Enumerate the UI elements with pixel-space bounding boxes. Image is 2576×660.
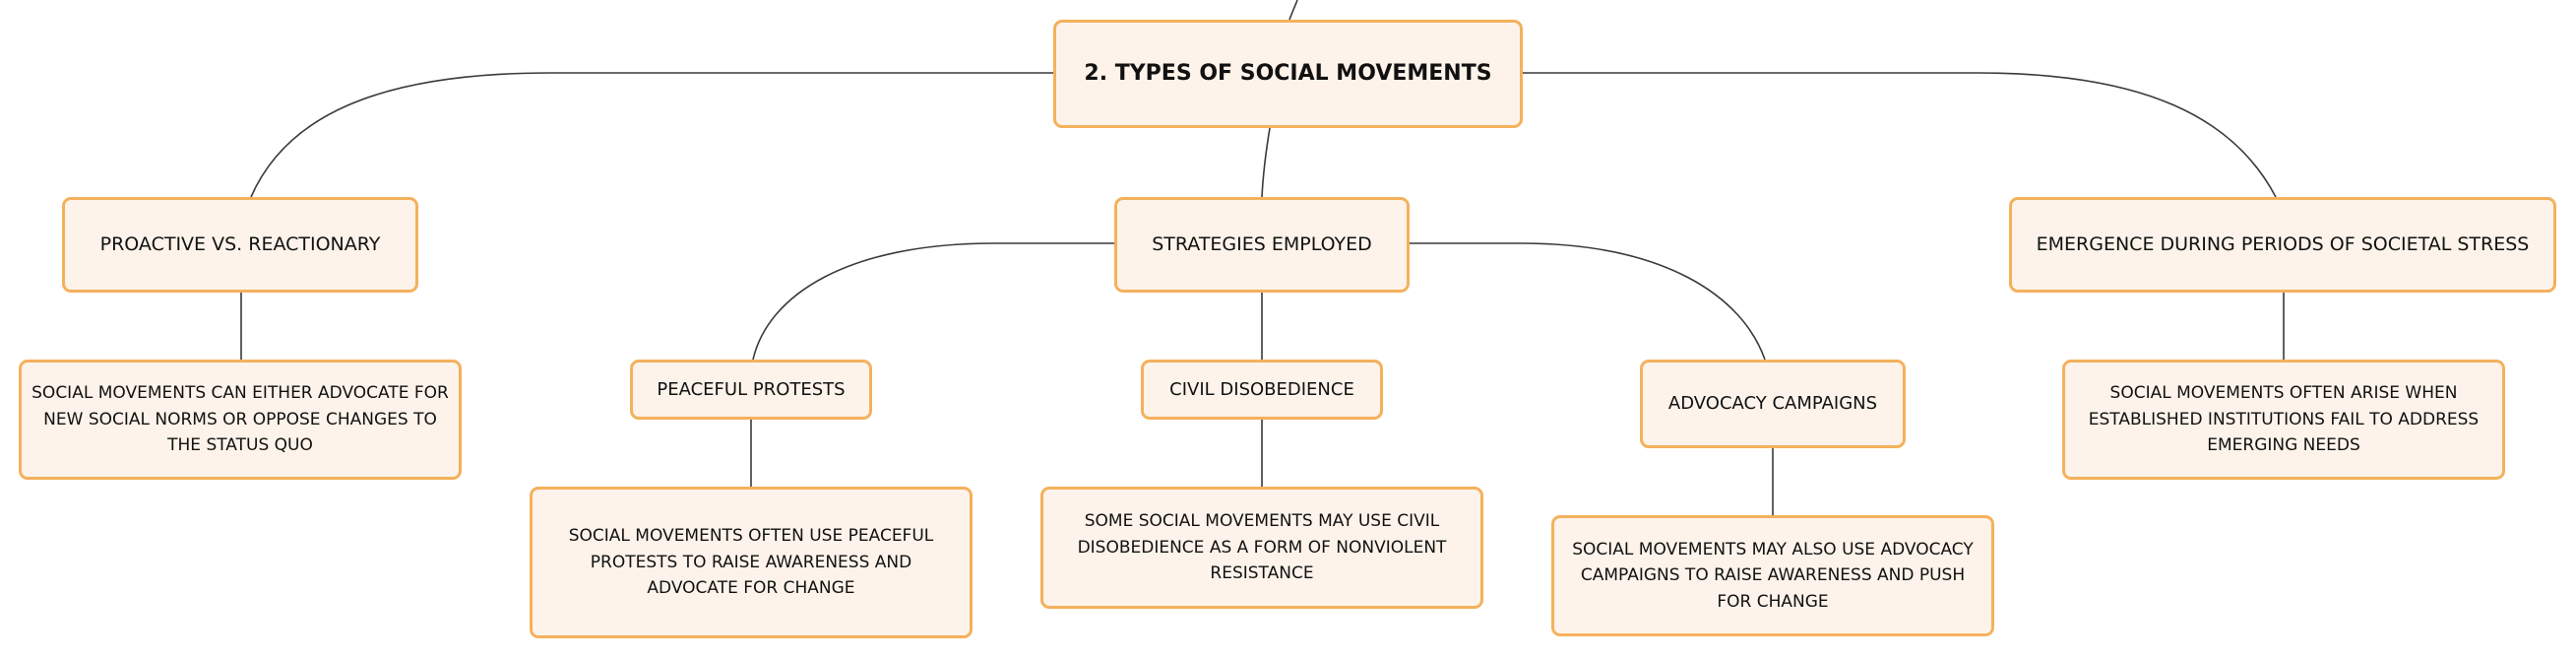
civil-disobedience-detail-text: SOME SOCIAL MOVEMENTS MAY USE CIVIL DISO… [1077,511,1447,584]
strategies-employed-label: STRATEGIES EMPLOYED [1152,233,1372,256]
peaceful-protests-label: PEACEFUL PROTESTS [657,378,846,400]
peaceful-protests-node[interactable]: PEACEFUL PROTESTS [630,360,872,420]
connector-strategies-to-peaceful [752,242,1114,361]
proactive-vs-reactionary-label: PROACTIVE VS. REACTIONARY [99,233,381,256]
advocacy-campaigns-detail-text: SOCIAL MOVEMENTS MAY ALSO USE ADVOCACY C… [1572,539,1974,612]
connector-strategies-to-advocacy [1410,242,1766,361]
advocacy-campaigns-node[interactable]: ADVOCACY CAMPAIGNS [1640,360,1906,448]
connector-root-to-proactive [250,72,1053,198]
peaceful-protests-detail-text: SOCIAL MOVEMENTS OFTEN USE PEACEFUL PROT… [568,526,934,599]
proactive-vs-reactionary-node[interactable]: PROACTIVE VS. REACTIONARY [62,197,418,293]
connector-root-to-strategies [1261,127,1271,198]
connector-root-to-parent [1288,0,1298,21]
civil-disobedience-label: CIVIL DISOBEDIENCE [1169,378,1354,400]
advocacy-campaigns-detail-node[interactable]: SOCIAL MOVEMENTS MAY ALSO USE ADVOCACY C… [1551,515,1994,636]
emergence-detail-text: SOCIAL MOVEMENTS OFTEN ARISE WHEN ESTABL… [2088,383,2480,456]
proactive-vs-reactionary-detail-node[interactable]: SOCIAL MOVEMENTS CAN EITHER ADVOCATE FOR… [19,360,462,480]
proactive-vs-reactionary-detail-text: SOCIAL MOVEMENTS CAN EITHER ADVOCATE FOR… [31,383,449,456]
peaceful-protests-detail-node[interactable]: SOCIAL MOVEMENTS OFTEN USE PEACEFUL PROT… [530,487,973,638]
root-node-label: 2. TYPES OF SOCIAL MOVEMENTS [1084,60,1492,86]
connector-root-to-emergence [1523,72,2277,198]
emergence-label: EMERGENCE DURING PERIODS OF SOCIETAL STR… [2036,233,2530,256]
emergence-node[interactable]: EMERGENCE DURING PERIODS OF SOCIETAL STR… [2009,197,2556,293]
emergence-detail-node[interactable]: SOCIAL MOVEMENTS OFTEN ARISE WHEN ESTABL… [2062,360,2505,480]
advocacy-campaigns-label: ADVOCACY CAMPAIGNS [1667,393,1878,415]
civil-disobedience-detail-node[interactable]: SOME SOCIAL MOVEMENTS MAY USE CIVIL DISO… [1040,487,1483,609]
root-node[interactable]: 2. TYPES OF SOCIAL MOVEMENTS [1053,20,1523,128]
strategies-employed-node[interactable]: STRATEGIES EMPLOYED [1114,197,1410,293]
civil-disobedience-node[interactable]: CIVIL DISOBEDIENCE [1141,360,1383,420]
